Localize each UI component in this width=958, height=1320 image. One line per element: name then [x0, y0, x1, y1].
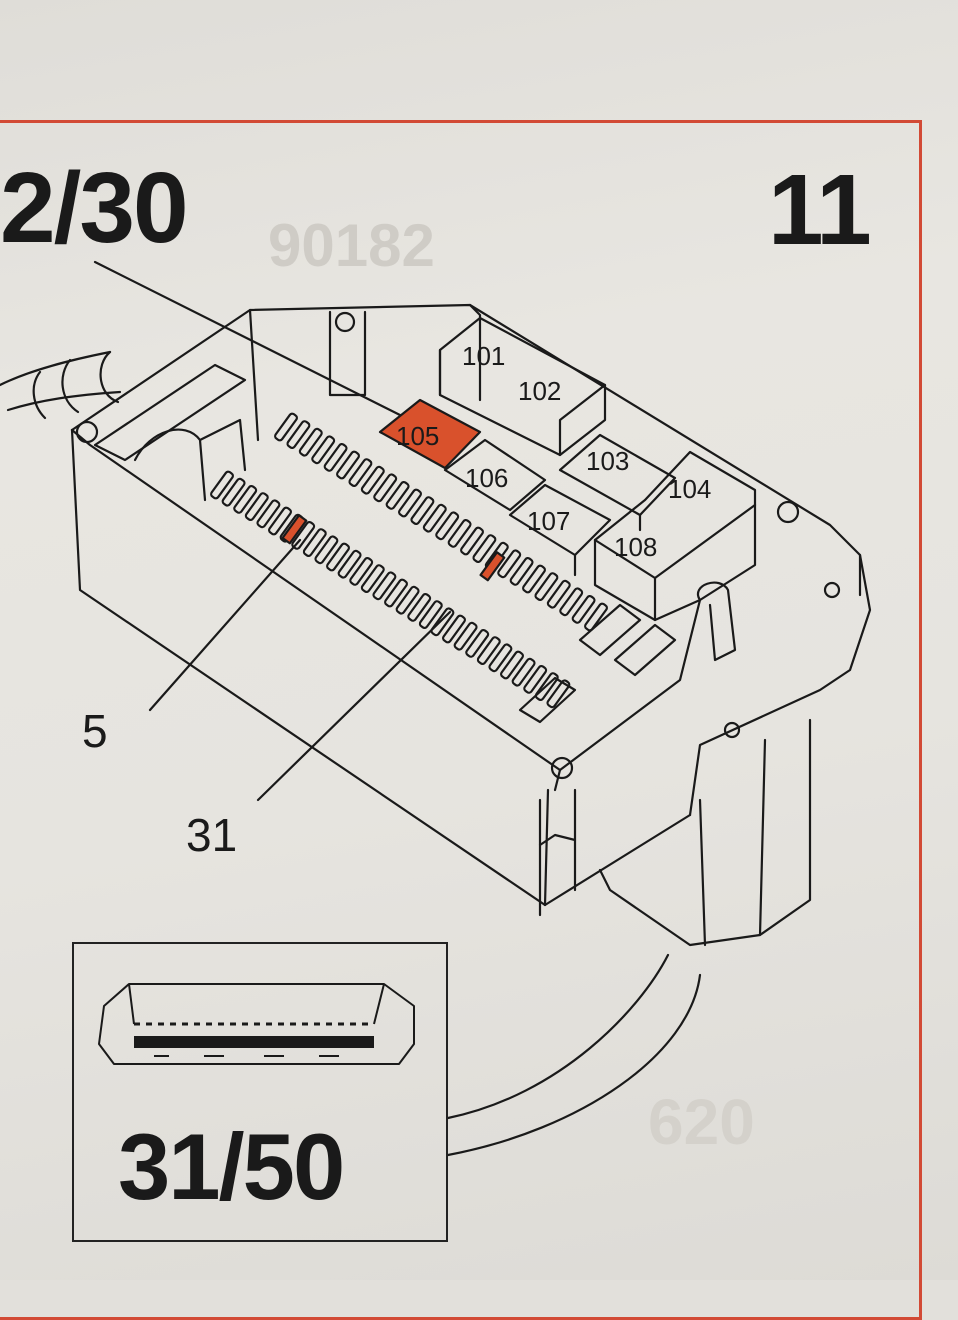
- fuse-slot: [302, 528, 327, 557]
- fuse-slot: [534, 672, 559, 701]
- relay-label-106: 106: [465, 463, 508, 493]
- fuse-slot: [511, 657, 536, 687]
- leader-line-top: [93, 260, 402, 417]
- manual-page: [0, 0, 958, 1280]
- fuse-slot: [360, 564, 385, 593]
- fuse-slot: [465, 629, 490, 658]
- fuse-slot: [447, 519, 472, 548]
- relay-blocks: [438, 316, 757, 724]
- fuse-slot: [286, 420, 311, 449]
- fuse-slot: [522, 564, 546, 594]
- fuse-box-housing: [70, 303, 872, 947]
- fuse-slot: [384, 578, 408, 608]
- fuse-slot: [546, 679, 571, 709]
- fuse-slot: [476, 636, 501, 665]
- fuse-slot: [442, 614, 466, 644]
- fuse-slot: [298, 427, 323, 457]
- fuse-slot: [360, 465, 385, 495]
- fuse-slot: [395, 585, 420, 615]
- fuse-callout-31: 31: [186, 809, 238, 861]
- fuse-slot: [523, 665, 548, 694]
- reference-number-left: 2/30: [0, 152, 189, 264]
- relay-label-108: 108: [614, 532, 657, 562]
- fuse-slot: [221, 477, 246, 507]
- fuse-slot: [323, 443, 348, 472]
- leader-line-31: [256, 610, 452, 802]
- fuse-slot: [407, 593, 432, 622]
- fuse-slot: [418, 600, 443, 629]
- fuse-slot: [336, 450, 360, 480]
- relay-label-104: 104: [668, 474, 711, 504]
- cable: [0, 350, 122, 420]
- relay-106: [443, 438, 547, 512]
- fuse-31-highlight: [479, 551, 506, 582]
- fuse-slot: [497, 549, 522, 579]
- fuse-slot: [422, 503, 447, 533]
- fuse-slot: [268, 506, 292, 536]
- fuse-slot: [337, 549, 362, 579]
- fuse-slot: [210, 470, 234, 500]
- fuse-slot: [435, 511, 460, 541]
- fuse-slot: [546, 579, 571, 609]
- fuse-slot: [314, 535, 339, 565]
- fuse-slot: [488, 643, 513, 673]
- relay-labels: 101 102 103 104 105 106 107 108: [396, 341, 711, 562]
- fuse-slot: [233, 485, 258, 514]
- fuse-strip-detail: [98, 983, 415, 1065]
- fuse-slot: [348, 458, 373, 487]
- fuse-slot: [326, 542, 350, 572]
- fuse-slot: [472, 534, 497, 563]
- relay-label-102: 102: [518, 376, 561, 406]
- fuse-slot: [460, 526, 484, 556]
- fuse-slot: [311, 435, 336, 465]
- leader-line-5: [148, 538, 302, 712]
- fuse-slot: [244, 492, 269, 521]
- reference-number-right: 11: [768, 154, 872, 266]
- inset-link-curve: [446, 953, 670, 1120]
- fuse-slot: [500, 650, 524, 680]
- fuse-slot: [571, 595, 596, 624]
- fuse-slot: [559, 587, 584, 617]
- relay-107: [508, 483, 612, 557]
- relay-label-105: 105: [396, 421, 439, 451]
- relay-105-highlight: [378, 398, 482, 470]
- fuse-5-highlight: [281, 514, 308, 545]
- fuse-slot: [584, 602, 608, 632]
- fuse-slot: [372, 571, 397, 601]
- fuse-slot: [256, 499, 281, 529]
- relay-label-101: 101: [462, 341, 505, 371]
- fuse-slot: [534, 572, 559, 601]
- fuse-slot: [410, 496, 435, 525]
- fuse-slot: [430, 607, 455, 637]
- relay-103: [558, 433, 677, 517]
- fuse-slot: [385, 481, 410, 510]
- relay-label-103: 103: [586, 446, 629, 476]
- relay-104-108: [593, 450, 757, 622]
- fuse-slot: [509, 557, 534, 586]
- fuse-detail-inset: [72, 942, 448, 1242]
- fuse-callout-5: 5: [82, 705, 108, 757]
- inset-reference-label: 31/50: [118, 1114, 345, 1219]
- fuse-slot: [398, 488, 422, 518]
- fuse-slot: [373, 473, 398, 503]
- fuse-slot: [349, 557, 374, 586]
- fuse-slot: [274, 412, 298, 442]
- fuse-box-illustration: 101 102 103 104 105 106 107 108: [0, 260, 872, 1157]
- bleed-through-text-top: 90182: [268, 212, 435, 279]
- fuse-slot: [453, 621, 478, 651]
- relay-label-107: 107: [527, 506, 570, 536]
- fuse-rows: [210, 412, 608, 709]
- bleed-through-text-bottom: 620: [648, 1086, 755, 1158]
